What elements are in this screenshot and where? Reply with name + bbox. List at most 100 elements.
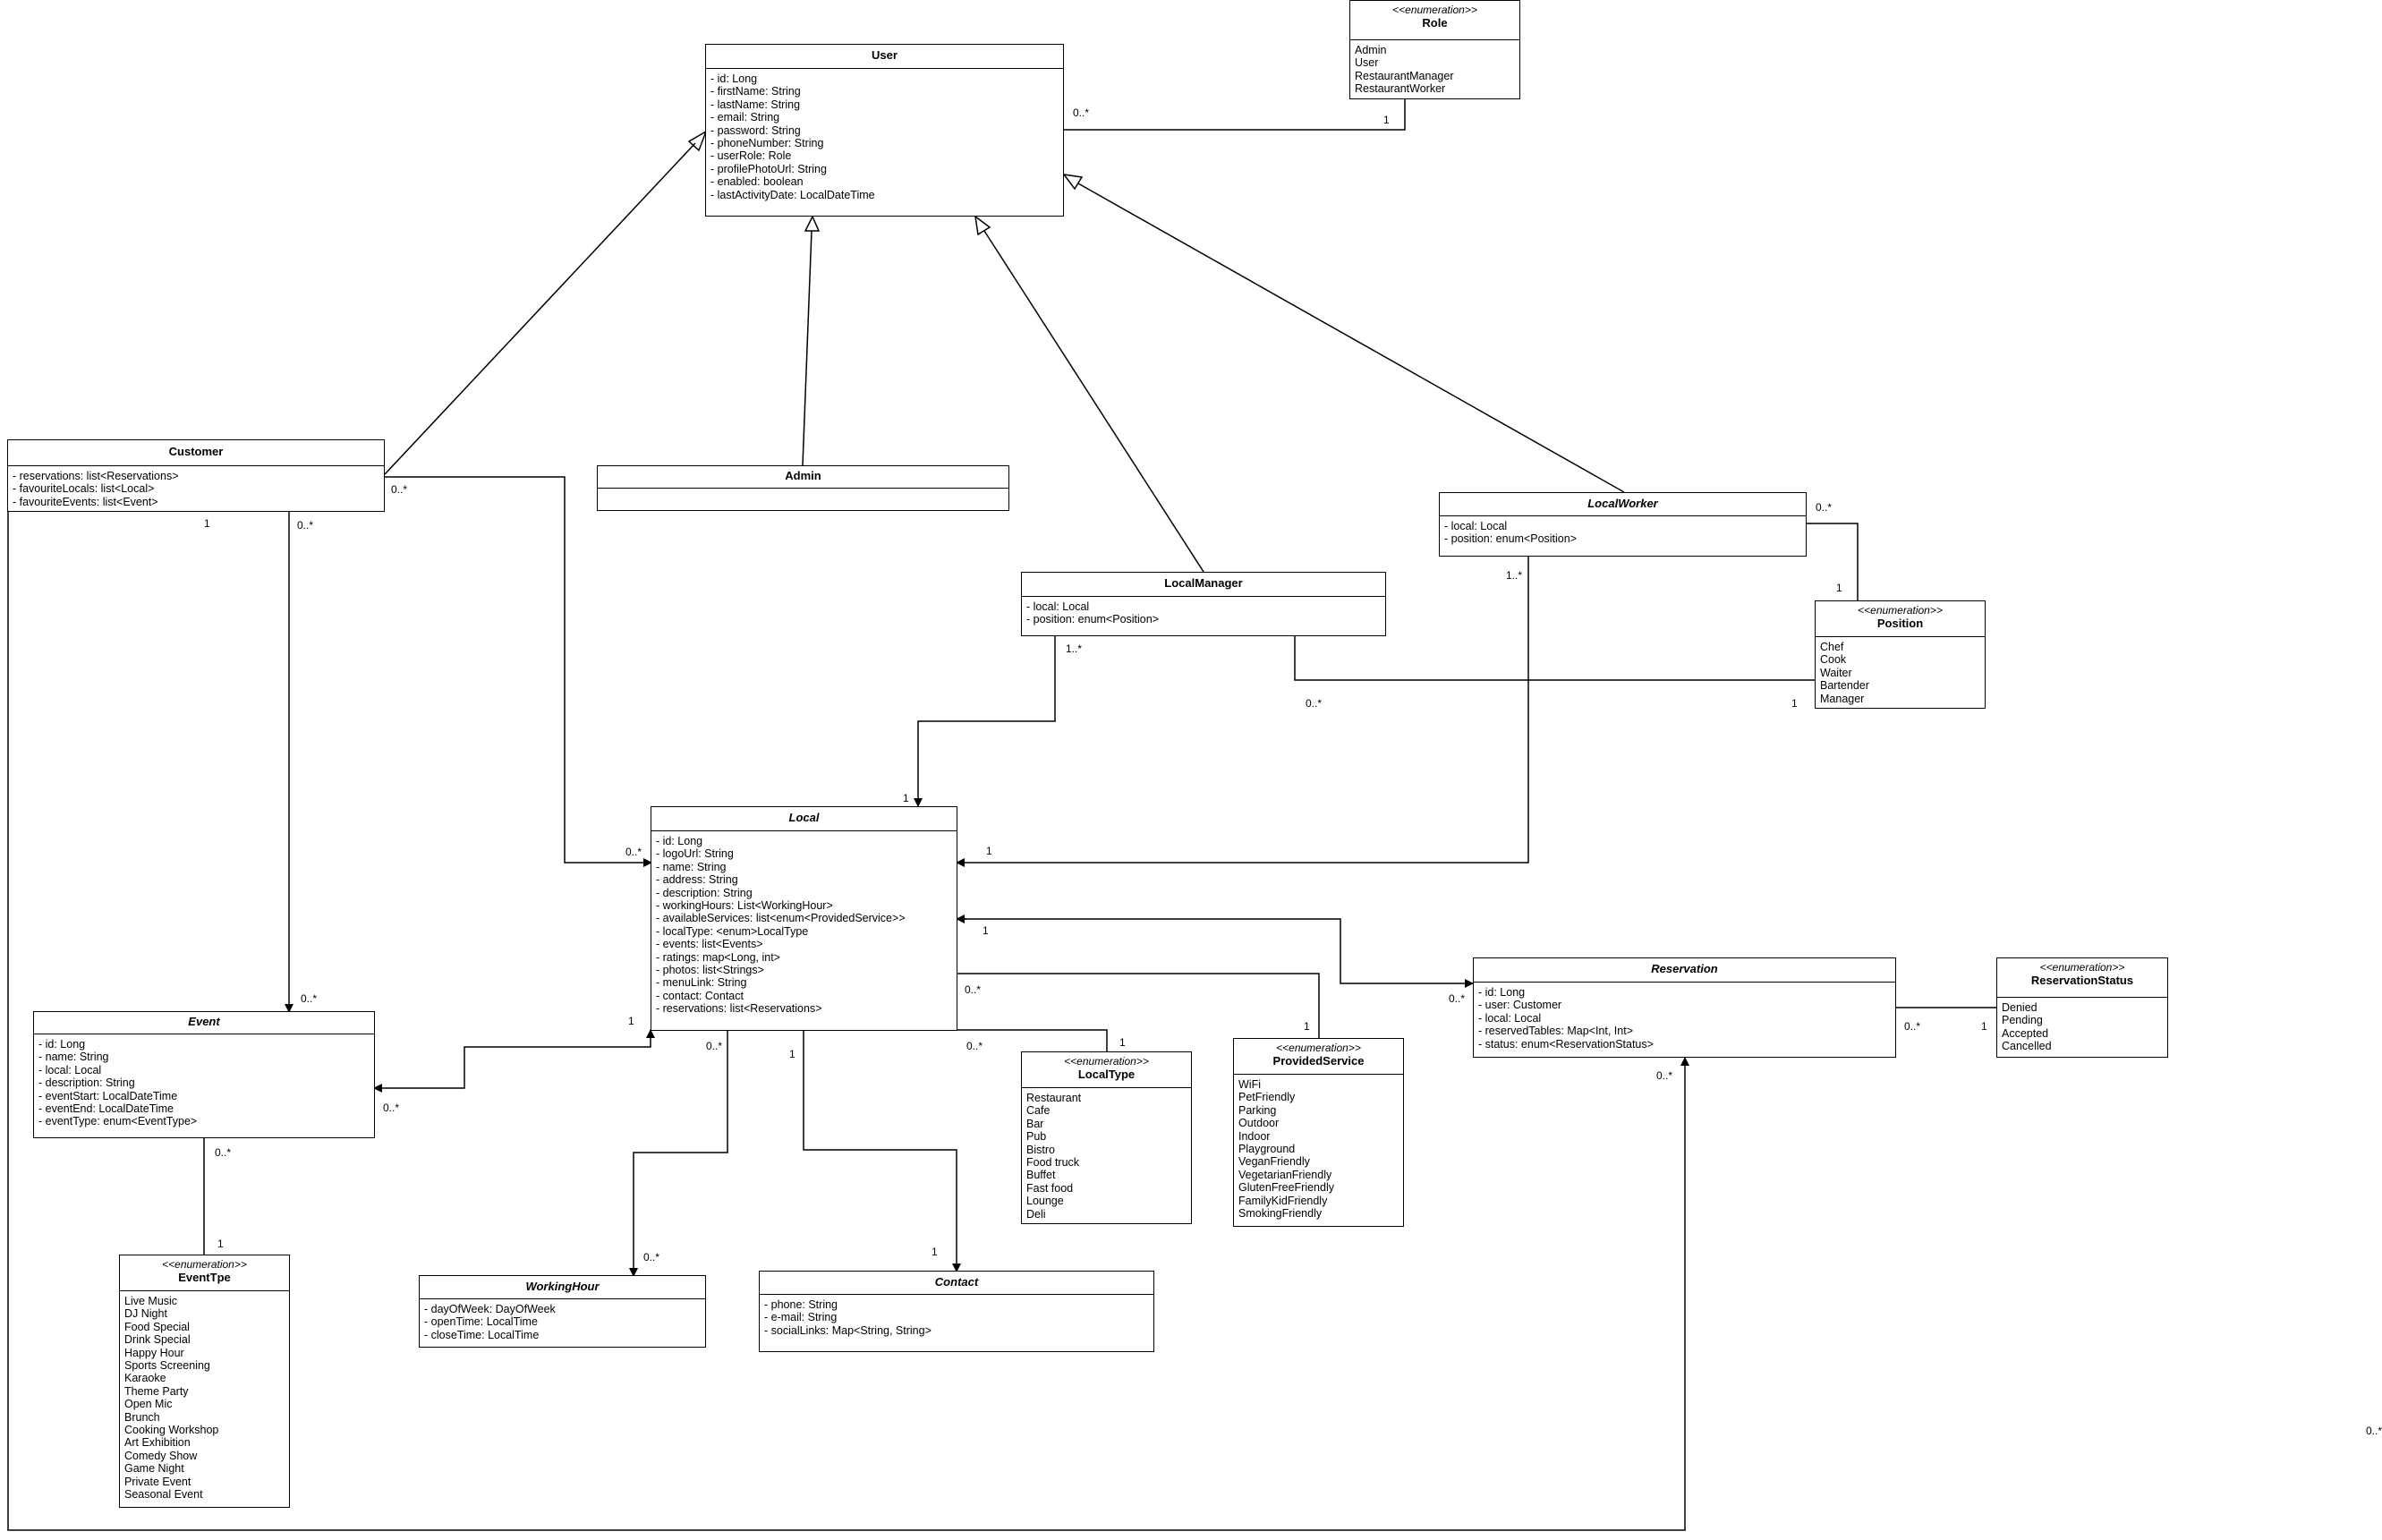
attribute: - reservations: list<Reservations> bbox=[13, 470, 179, 482]
enum-reservation-status-header: <<enumeration>> ReservationStatus bbox=[1997, 958, 2167, 998]
attribute: - photos: list<Strings> bbox=[656, 964, 764, 977]
assoc-manager-local bbox=[914, 636, 1056, 807]
enum-value: Deli bbox=[1026, 1207, 1046, 1221]
enum-value: Brunch bbox=[124, 1410, 160, 1424]
enum-value: Sports Screening bbox=[124, 1359, 210, 1373]
multiplicity-label: 0..* bbox=[1816, 501, 1833, 514]
multiplicity-label: 1..* bbox=[1506, 569, 1523, 582]
multiplicity-label: 0..* bbox=[297, 519, 314, 532]
enum-role[interactable]: <<enumeration>> Role Admin User Restaura… bbox=[1349, 0, 1520, 99]
multiplicity-label: 1 bbox=[1383, 114, 1390, 126]
attribute: - reservedTables: Map<Int, Int> bbox=[1478, 1025, 1634, 1038]
attribute: - local: Local bbox=[1478, 1011, 1542, 1025]
enum-event-type-values: Live Music DJ Night Food Special Drink S… bbox=[120, 1291, 289, 1505]
enum-value: Open Mic bbox=[124, 1398, 173, 1411]
multiplicity-label: 1 bbox=[1304, 1020, 1310, 1033]
multiplicity-label: 0..* bbox=[301, 992, 318, 1005]
attribute: - password: String bbox=[710, 123, 801, 137]
enum-value: Private Event bbox=[124, 1475, 191, 1488]
class-event-name: Event bbox=[188, 1015, 220, 1028]
assoc-worker-position bbox=[1806, 523, 1859, 601]
assoc-local-contact bbox=[803, 1030, 961, 1272]
class-reservation[interactable]: Reservation - id: Long - user: Customer … bbox=[1473, 957, 1896, 1058]
enum-position[interactable]: <<enumeration>> Position Chef Cook Waite… bbox=[1815, 600, 1986, 709]
enum-value: RestaurantManager bbox=[1355, 69, 1454, 82]
inheritance-triangle-customer bbox=[687, 130, 708, 152]
enum-value: Cooking Workshop bbox=[124, 1424, 219, 1437]
enum-value: Cancelled bbox=[2002, 1040, 2052, 1053]
attribute: - status: enum<ReservationStatus> bbox=[1478, 1037, 1654, 1051]
class-event-attributes: - id: Long - name: String - local: Local… bbox=[34, 1034, 374, 1132]
enum-value: Food Special bbox=[124, 1320, 190, 1333]
multiplicity-label: 0..* bbox=[383, 1102, 400, 1114]
attribute: - contact: Contact bbox=[656, 989, 744, 1002]
attribute: - id: Long bbox=[656, 835, 703, 847]
multiplicity-label: 0..* bbox=[1904, 1020, 1921, 1033]
multiplicity-label: 0..* bbox=[965, 983, 982, 996]
enum-value: Cafe bbox=[1026, 1104, 1051, 1118]
enum-provided-service[interactable]: <<enumeration>> ProvidedService WiFi Pet… bbox=[1233, 1038, 1404, 1227]
class-customer[interactable]: Customer - reservations: list<Reservatio… bbox=[7, 439, 385, 512]
class-working-hour-attributes: - dayOfWeek: DayOfWeek - openTime: Local… bbox=[420, 1299, 705, 1345]
enum-event-type[interactable]: <<enumeration>> EventTpe Live Music DJ N… bbox=[119, 1255, 290, 1508]
enum-local-type-stereotype: <<enumeration>> bbox=[1064, 1055, 1149, 1068]
class-user[interactable]: User - id: Long - firstName: String - la… bbox=[705, 44, 1064, 217]
class-local-worker-attributes: - local: Local - position: enum<Position… bbox=[1440, 516, 1806, 549]
class-admin[interactable]: Admin bbox=[597, 465, 1009, 511]
enum-local-type[interactable]: <<enumeration>> LocalType Restaurant Caf… bbox=[1021, 1051, 1192, 1224]
enum-reservation-status[interactable]: <<enumeration>> ReservationStatus Denied… bbox=[1996, 957, 2168, 1058]
enum-reservation-status-values: Denied Pending Accepted Cancelled bbox=[1997, 998, 2167, 1057]
enum-value: FamilyKidFriendly bbox=[1238, 1194, 1328, 1207]
attribute: - id: Long bbox=[38, 1038, 86, 1051]
multiplicity-label: 0..* bbox=[391, 483, 408, 496]
class-local-worker[interactable]: LocalWorker - local: Local - position: e… bbox=[1439, 492, 1807, 557]
enum-value: Lounge bbox=[1026, 1195, 1064, 1208]
multiplicity-label: 0..* bbox=[966, 1040, 983, 1052]
attribute: - localType: <enum>LocalType bbox=[656, 924, 809, 938]
enum-local-type-header: <<enumeration>> LocalType bbox=[1022, 1052, 1191, 1088]
enum-role-values: Admin User RestaurantManager RestaurantW… bbox=[1350, 40, 1519, 99]
attribute: - userRole: Role bbox=[710, 149, 792, 163]
attribute: - local: Local bbox=[38, 1063, 102, 1076]
enum-provided-service-name: ProvidedService bbox=[1272, 1054, 1365, 1068]
attribute: - local: Local bbox=[1026, 600, 1090, 613]
generalization-worker-user bbox=[1077, 183, 1625, 493]
enum-role-header: <<enumeration>> Role bbox=[1350, 1, 1519, 40]
attribute: - eventEnd: LocalDateTime bbox=[38, 1102, 174, 1116]
enum-value: Denied bbox=[2002, 1001, 2037, 1014]
enum-value: Seasonal Event bbox=[124, 1488, 203, 1502]
class-working-hour[interactable]: WorkingHour - dayOfWeek: DayOfWeek - ope… bbox=[419, 1275, 706, 1348]
inheritance-triangle-manager bbox=[974, 215, 991, 236]
class-local-attributes: - id: Long - logoUrl: String - name: Str… bbox=[651, 831, 957, 1019]
class-contact[interactable]: Contact - phone: String - e-mail: String… bbox=[759, 1271, 1154, 1352]
class-customer-attributes: - reservations: list<Reservations> - fav… bbox=[8, 466, 384, 512]
class-working-hour-name: WorkingHour bbox=[525, 1280, 600, 1293]
multiplicity-label: 1 bbox=[204, 517, 210, 530]
attribute: - eventStart: LocalDateTime bbox=[38, 1089, 178, 1102]
class-contact-name: Contact bbox=[934, 1275, 979, 1289]
class-event[interactable]: Event - id: Long - name: String - local:… bbox=[33, 1011, 375, 1138]
multiplicity-label: 0..* bbox=[1449, 992, 1466, 1005]
attribute: - openTime: LocalTime bbox=[424, 1315, 538, 1329]
attribute: - reservations: list<Reservations> bbox=[656, 1002, 822, 1016]
attribute: - eventType: enum<EventType> bbox=[38, 1115, 198, 1128]
attribute: - id: Long bbox=[1478, 986, 1526, 999]
class-local-manager[interactable]: LocalManager - local: Local - position: … bbox=[1021, 572, 1386, 636]
enum-value: User bbox=[1355, 56, 1379, 70]
class-user-header: User bbox=[706, 45, 1063, 69]
attribute: - local: Local bbox=[1444, 520, 1508, 532]
class-user-name: User bbox=[872, 48, 898, 62]
enum-value: Indoor bbox=[1238, 1129, 1271, 1143]
class-local[interactable]: Local - id: Long - logoUrl: String - nam… bbox=[651, 806, 957, 1031]
class-admin-name: Admin bbox=[785, 469, 821, 482]
enum-provided-service-stereotype: <<enumeration>> bbox=[1276, 1042, 1361, 1054]
assoc-manager-position bbox=[1294, 636, 1816, 681]
attribute: - phoneNumber: String bbox=[710, 137, 824, 150]
assoc-local-localtype bbox=[957, 1029, 1108, 1051]
class-contact-attributes: - phone: String - e-mail: String - socia… bbox=[760, 1295, 1153, 1340]
enum-provided-service-values: WiFi PetFriendly Parking Outdoor Indoor … bbox=[1234, 1075, 1403, 1223]
attribute: - workingHours: List<WorkingHour> bbox=[656, 899, 833, 913]
attribute: - availableServices: list<enum<ProvidedS… bbox=[656, 912, 906, 925]
attribute: - lastActivityDate: LocalDateTime bbox=[710, 188, 875, 201]
attribute: - description: String bbox=[38, 1076, 135, 1090]
